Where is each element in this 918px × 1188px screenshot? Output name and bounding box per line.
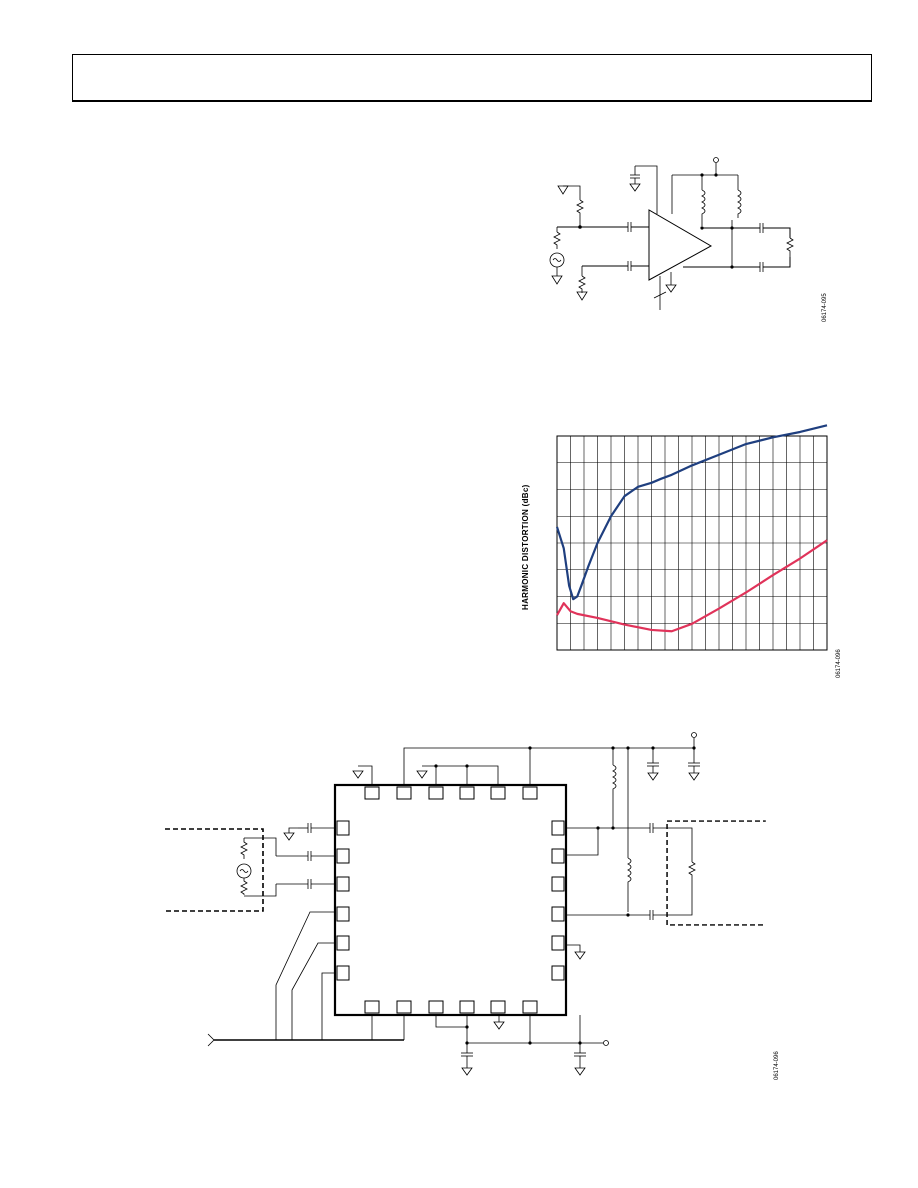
pad-top bbox=[428, 786, 444, 800]
signal-source-icon bbox=[549, 252, 565, 268]
page-header-box bbox=[72, 54, 872, 102]
pad-left bbox=[336, 820, 350, 836]
pad-top bbox=[396, 786, 412, 800]
chart-grid bbox=[557, 436, 827, 650]
pad-left bbox=[336, 848, 350, 864]
chart-series bbox=[555, 424, 828, 633]
pad-bottom bbox=[490, 1000, 506, 1014]
pad-bottom bbox=[522, 1000, 538, 1014]
pad-right bbox=[551, 935, 565, 951]
pad-top bbox=[364, 786, 380, 800]
source-icon bbox=[236, 863, 252, 879]
amplifier-circuit bbox=[549, 157, 794, 310]
pad-right bbox=[551, 906, 565, 922]
pad-top bbox=[522, 786, 538, 800]
pad-bottom bbox=[428, 1000, 444, 1014]
series-line-1 bbox=[555, 424, 828, 601]
pad-left bbox=[336, 965, 350, 981]
load-dashed-box bbox=[667, 821, 767, 925]
figure2-id: 06174-096 bbox=[836, 649, 842, 678]
ic-pads bbox=[336, 786, 565, 1014]
pad-bottom bbox=[396, 1000, 412, 1014]
pad-left bbox=[336, 906, 350, 922]
pad-left bbox=[336, 876, 350, 892]
amplifier-triangle bbox=[648, 209, 713, 281]
figure1-id: 06174-095 bbox=[822, 293, 828, 322]
series-line-2 bbox=[556, 539, 828, 633]
pad-right bbox=[551, 820, 565, 836]
ic-package bbox=[333, 783, 568, 1017]
pad-right bbox=[551, 965, 565, 981]
y-axis-label: HARMONIC DISTORTION (dBc) bbox=[521, 484, 530, 610]
pad-top bbox=[459, 786, 475, 800]
pad-right bbox=[551, 876, 565, 892]
pad-right bbox=[551, 848, 565, 864]
pad-bottom bbox=[459, 1000, 475, 1014]
figure3-id: 06174-096 bbox=[774, 1051, 780, 1080]
pad-bottom bbox=[364, 1000, 380, 1014]
ic-circuit bbox=[165, 732, 767, 1076]
pad-left bbox=[336, 935, 350, 951]
pad-top bbox=[490, 786, 506, 800]
chart-frame bbox=[556, 435, 828, 651]
